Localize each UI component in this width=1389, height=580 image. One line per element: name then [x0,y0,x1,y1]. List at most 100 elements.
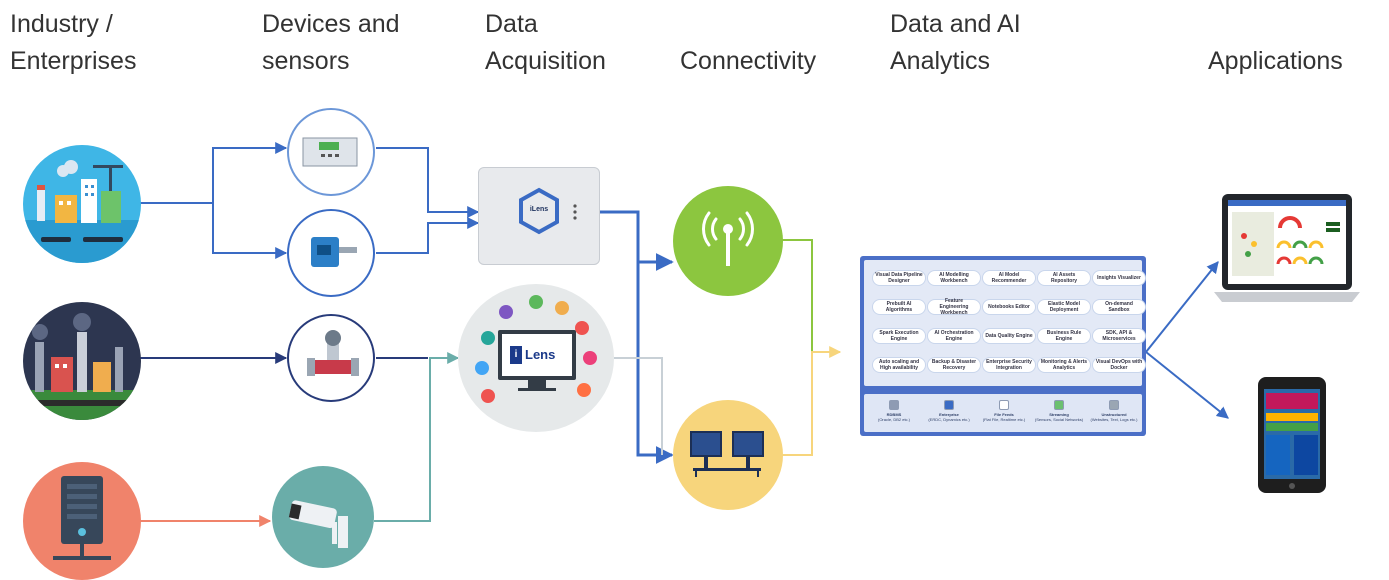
platform-source: Enterprise(ERDC, Dynamics etc.) [921,400,977,422]
header-devices-line2: sensors [262,47,350,75]
industry-plant-icon [23,302,141,420]
wire-wireless-platform [782,239,813,352]
source-subtitle: (Oracle, DB2 etc.) [877,417,910,422]
gateway-brand-label: iLens [529,206,549,213]
source-icon [944,400,954,410]
platform-tile: AI Modelling Workbench [927,270,981,286]
source-title: RDBMS [886,412,902,417]
platform-tile-label: AI Model Recommender [991,272,1027,284]
platform-tile: Prebuilt AI Algorithms [872,299,926,315]
platform-tile-label: Backup & Disaster Recovery [931,359,977,371]
platform-source: Unstructured(Websites, Text, Logs etc.) [1086,400,1142,422]
header-applications-line1: Applications [1208,47,1343,75]
header-devices-line1: Devices and [262,10,400,38]
source-title: File Feeds [994,412,1014,417]
platform-tile: Business Rule Engine [1037,328,1091,344]
platform-tile: AI Assets Repository [1037,270,1091,286]
platform-tile-label: Visual DevOps with Docker [1095,359,1143,371]
wired-network-icon [673,400,783,510]
header-connectivity: Connectivity [680,43,816,80]
platform-tile-label: Business Rule Engine [1046,330,1082,342]
platform-tile: Spark Execution Engine [872,328,926,344]
wire-camera-hub [374,352,460,522]
platform-tile: SDK, API & Microservices [1092,328,1146,344]
gateway-hexagon-icon [519,187,577,235]
source-title: Enterprise [939,412,959,417]
platform-tile: Elastic Model Deployment [1037,299,1091,315]
header-acquisition-line1: Data [485,10,538,38]
platform-tile: Feature Engineering Workbench [927,298,981,316]
header-applications: Applications [1208,43,1343,80]
ilens-hub-badge: i [514,349,518,360]
mobile-app-icon [1256,375,1328,495]
device-flowmeter-icon [287,314,375,402]
header-industry: Industry / Enterprises [10,6,136,80]
header-analytics-line2: Analytics [890,47,991,75]
platform-source: RDBMS(Oracle, DB2 etc.) [866,400,922,422]
platform-source: Streaming(Sensors, Social Networks) [1031,400,1087,422]
platform-tile-label: Prebuilt AI Algorithms [885,301,913,313]
industry-factory-icon [23,145,141,263]
platform-tile: AI Orchestration Engine [927,328,981,344]
gateway-device: iLens [478,167,600,265]
platform-tile-label: Enterprise Security Integration [986,359,1032,371]
platform-tile-label: AI Modelling Workbench [939,272,969,284]
ilens-hub-icons [475,295,597,403]
platform-tile-label: AI Orchestration Engine [934,330,974,342]
source-subtitle: (ERDC, Dynamics etc.) [928,417,970,422]
device-controller-icon [287,108,375,196]
source-title: Unstructured [1101,412,1127,417]
source-subtitle: (Websites, Text, Logs etc.) [1090,417,1138,422]
device-camera-icon [272,466,374,568]
wire-industry1-device1 [140,142,288,204]
wireless-antenna-icon [673,186,783,296]
platform-tile: Visual Data Pipeline Designer [872,270,926,286]
wire-gateway-wireless [598,210,674,271]
analytics-platform: Visual Data Pipeline Designer AI Modellin… [860,256,1146,436]
source-title: Streaming [1049,412,1069,417]
platform-tile: Enterprise Security Integration [982,357,1036,373]
platform-tile-label: Feature Engineering Workbench [939,298,969,316]
wire-hub-wired [614,357,663,455]
platform-tile-label: On-demand Sandbox [1105,301,1133,313]
platform-tile: On-demand Sandbox [1092,299,1146,315]
source-icon [1109,400,1119,410]
laptop-dashboard-icon [1214,192,1360,304]
platform-tile-label: AI Assets Repository [1050,272,1078,284]
platform-tile: Insights Visualizer [1092,270,1146,286]
platform-tile: Notebooks Editor [982,299,1036,315]
platform-tile-label: Spark Execution Engine [879,330,919,342]
platform-tile: Backup & Disaster Recovery [927,357,981,373]
wire-device1-gateway [376,147,480,218]
platform-tile-label: SDK, API & Microservices [1102,330,1136,342]
platform-tile: Monitoring & Alerts Analytics [1037,357,1091,373]
wire-industry1-device2 [212,203,288,259]
source-icon [889,400,899,410]
source-subtitle: (Flat File, Realtime etc.) [982,417,1026,422]
source-icon [1054,400,1064,410]
header-industry-line2: Enterprises [10,47,137,75]
platform-tile-label: Visual Data Pipeline Designer [875,272,923,284]
header-connectivity-line1: Connectivity [680,47,817,75]
source-subtitle: (Sensors, Social Networks) [1034,417,1084,422]
platform-sources-panel: RDBMS(Oracle, DB2 etc.)Enterprise(ERDC, … [864,394,1142,432]
platform-tile-label: Notebooks Editor [988,304,1030,310]
platform-tile: Auto scaling and High availability [872,357,926,373]
ilens-hub-brand: Lens [525,347,556,362]
platform-tile: Data Quality Engine [982,328,1036,344]
source-icon [999,400,1009,410]
platform-tile-label: Insights Visualizer [1097,275,1141,281]
wire-device2-gateway [376,217,480,254]
header-analytics-line1: Data and AI [890,10,1021,38]
header-devices: Devices and sensors [262,6,400,80]
header-analytics: Data and AI Analytics [890,6,1021,80]
wire-platform-laptop [1145,261,1219,353]
wire-gateway-wired [636,262,674,464]
platform-tile: AI Model Recommender [982,270,1036,286]
platform-tile-label: Elastic Model Deployment [1048,301,1080,313]
wire-wired-platform [782,346,842,456]
platform-tile-label: Auto scaling and High availability [878,359,920,371]
wire-platform-phone [1145,351,1229,419]
platform-source: File Feeds(Flat File, Realtime etc.) [976,400,1032,422]
